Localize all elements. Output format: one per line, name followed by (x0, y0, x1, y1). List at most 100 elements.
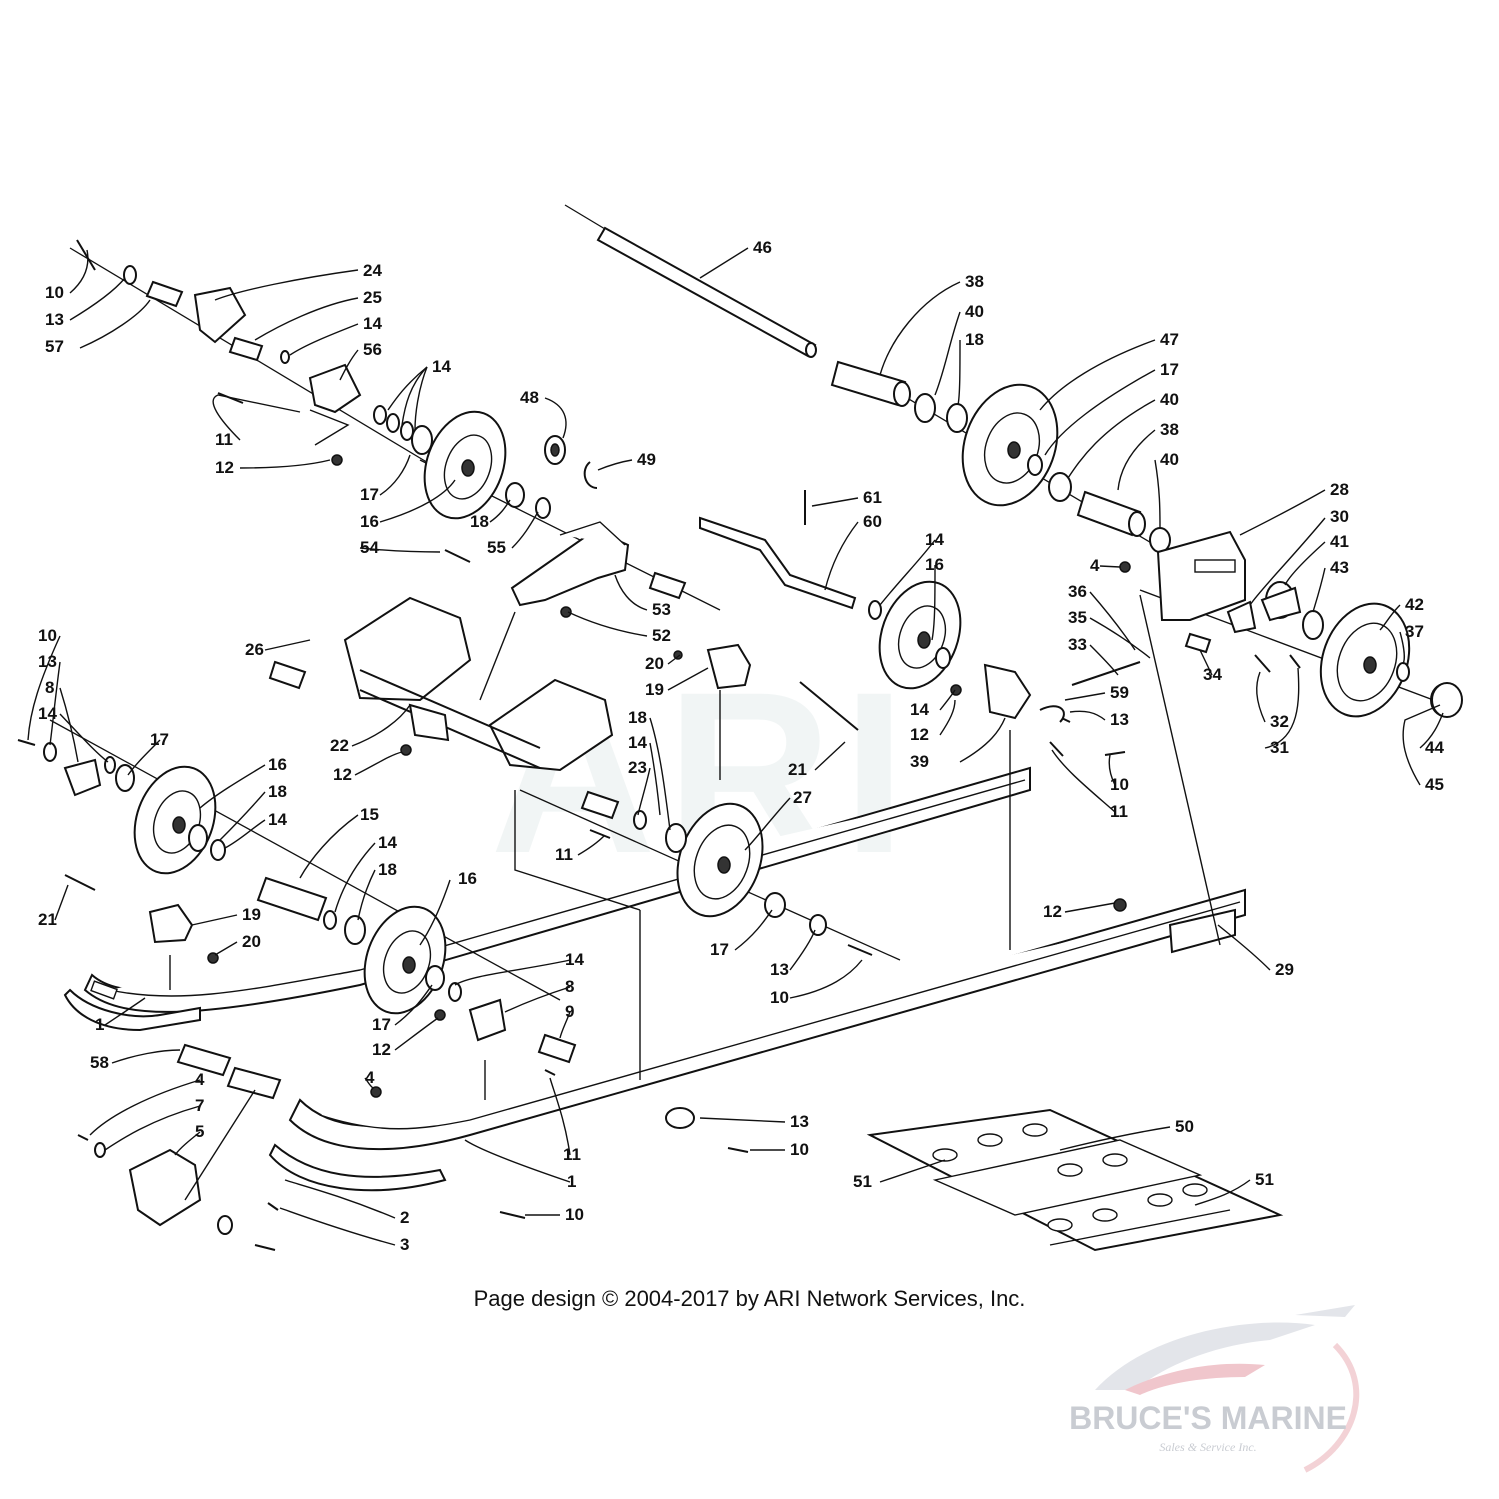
callout-label: 29 (1275, 960, 1294, 979)
slide-rail-upper (83, 766, 1031, 1013)
callout-label: 27 (793, 788, 812, 807)
callout-label: 55 (487, 538, 506, 557)
axle-bracket-8 (63, 758, 507, 1042)
copyright-notice: Page design © 2004-2017 by ARI Network S… (473, 1286, 1026, 1311)
callout-label: 4 (1090, 556, 1100, 575)
callout-label: 39 (910, 752, 929, 771)
callout-label: 12 (910, 725, 929, 744)
callout-label: 26 (245, 640, 264, 659)
callout-label: 17 (710, 940, 729, 959)
wear-strip (268, 1143, 447, 1192)
leader-lines (27, 247, 1444, 1246)
callout-label: 10 (770, 988, 789, 1007)
callout-label: 20 (645, 654, 664, 673)
callout-label: 40 (965, 302, 984, 321)
callout-label: 1 (567, 1172, 576, 1191)
bolts (17, 239, 1301, 1251)
suspension-bracket-22 (343, 596, 614, 772)
callout-label: 11 (563, 1145, 581, 1164)
callout-label: 41 (1330, 532, 1349, 551)
callout-label: 18 (628, 708, 647, 727)
callout-label: 33 (1068, 635, 1087, 654)
callout-label: 48 (520, 388, 539, 407)
callout-label: 51 (853, 1172, 872, 1191)
end-cap-44 (1431, 682, 1463, 718)
rear-plate-28 (1156, 530, 1302, 634)
idler-wheel-spoked (1319, 602, 1411, 718)
callout-label: 14 (378, 833, 397, 852)
callout-label: 16 (925, 555, 944, 574)
callout-label: 57 (45, 337, 64, 356)
callout-label: 5 (195, 1122, 204, 1141)
callout-label: 25 (363, 288, 382, 307)
callout-label: 46 (753, 238, 772, 257)
callout-label: 32 (1270, 712, 1289, 731)
callout-label: 53 (652, 600, 671, 619)
callout-label: 19 (242, 905, 261, 924)
pivot-arm-53 (510, 521, 630, 607)
callout-label: 16 (360, 512, 379, 531)
callout-label: 14 (38, 704, 57, 723)
callout-label: 17 (360, 485, 379, 504)
callout-label: 61 (863, 488, 882, 507)
callout-label: 18 (268, 782, 287, 801)
callout-label: 44 (1425, 738, 1444, 757)
front-bumper-5 (128, 1148, 202, 1227)
callout-label: 11 (555, 845, 573, 864)
callout-label: 11 (215, 430, 233, 449)
callout-label: 14 (268, 810, 287, 829)
callout-label: 21 (788, 760, 807, 779)
callout-label: 4 (365, 1068, 375, 1087)
callout-label: 13 (1110, 710, 1129, 729)
callout-label: 14 (432, 357, 451, 376)
callout-label: 14 (925, 530, 944, 549)
callout-label: 22 (330, 736, 349, 755)
callout-label: 31 (1270, 738, 1289, 757)
track-section-50 (866, 1108, 1284, 1252)
callout-label: 36 (1068, 582, 1087, 601)
slide-rail-front (63, 980, 201, 1032)
callout-label: 56 (363, 340, 382, 359)
callout-label: 8 (45, 678, 54, 697)
callout-label: 23 (628, 758, 647, 777)
limiter-rod-60 (699, 516, 857, 610)
bracket-39 (983, 663, 1065, 723)
callout-label: 8 (565, 977, 574, 996)
callout-label: 60 (863, 512, 882, 531)
callout-label: 9 (565, 1002, 574, 1021)
callout-label: 16 (458, 869, 477, 888)
shock-mount-19 (148, 643, 752, 944)
callout-label: 51 (1255, 1170, 1274, 1189)
callout-label: 34 (1203, 665, 1222, 684)
callout-label: 18 (965, 330, 984, 349)
dealer-logo-name: BRUCE'S MARINE (1069, 1400, 1347, 1436)
idler-wheel-spoked (676, 802, 764, 918)
front-mount-56 (193, 286, 362, 414)
callout-label: 15 (360, 805, 379, 824)
callout-label: 47 (1160, 330, 1179, 349)
callout-label: 14 (565, 950, 584, 969)
callout-label: 17 (1160, 360, 1179, 379)
callout-label: 17 (150, 730, 169, 749)
callout-label: 10 (565, 1205, 584, 1224)
callout-label: 18 (470, 512, 489, 531)
callout-label: 4 (195, 1070, 205, 1089)
callout-label: 58 (90, 1053, 109, 1072)
callout-label: 12 (372, 1040, 391, 1059)
callout-label: 52 (652, 626, 671, 645)
callout-label: 3 (400, 1235, 409, 1254)
callout-label: 13 (790, 1112, 809, 1131)
callout-label: 40 (1160, 450, 1179, 469)
callout-label: 16 (268, 755, 287, 774)
callout-label: 11 (1110, 802, 1128, 821)
washers-and-bearings (43, 265, 1460, 1235)
callout-label: 43 (1330, 558, 1349, 577)
callout-labels: 10 13 57 24 25 14 56 14 11 12 17 16 48 4… (38, 238, 1444, 1254)
callout-label: 7 (195, 1096, 204, 1115)
callout-label: 13 (45, 310, 64, 329)
callout-label: 37 (1405, 622, 1424, 641)
callout-label: 10 (1110, 775, 1129, 794)
callout-label: 13 (38, 652, 57, 671)
idler-wheel (133, 765, 217, 875)
